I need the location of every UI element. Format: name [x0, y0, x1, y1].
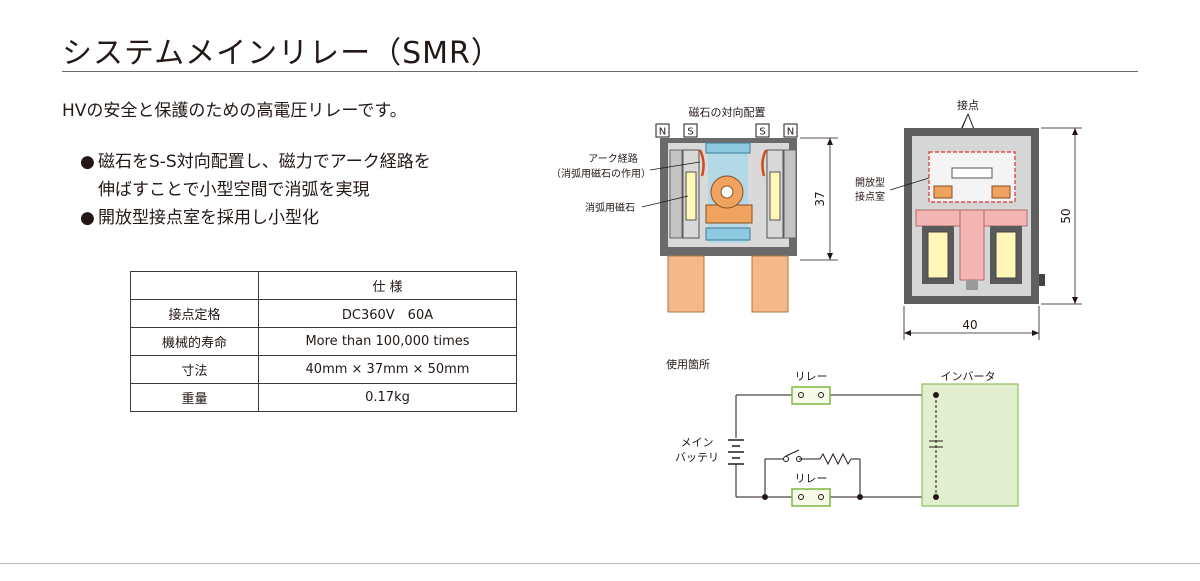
plunger [966, 280, 978, 290]
dim-label-40: 40 [962, 318, 977, 332]
table-header-row: 仕 様 [130, 271, 517, 300]
contact-hub-hole [720, 185, 734, 199]
table-row: 重量 0.17kg [130, 383, 517, 412]
coil-right-core [995, 231, 1017, 279]
arc-path-left [698, 149, 705, 177]
title-divider [62, 71, 1138, 72]
feature-line: 伸ばすことで小型空間で消弧を実現 [98, 180, 370, 200]
pole-label: S [759, 127, 765, 138]
side-plate-right [783, 149, 797, 239]
resistor [819, 452, 852, 466]
pole-box [783, 123, 798, 138]
contact-right [991, 185, 1011, 199]
junction-dot [933, 392, 939, 398]
table-value-cell: 0.17kg [258, 383, 517, 412]
relay-bottom-box [791, 488, 831, 507]
table-row: 寸法 40mm × 37mm × 50mm [130, 355, 517, 384]
fixed-contacts [705, 142, 751, 154]
side-tab [1039, 274, 1045, 286]
intro-text: HVの安全と保護のための高電圧リレーです。 [62, 101, 407, 121]
dim-arrow [904, 330, 911, 336]
bottom-divider [0, 563, 1200, 564]
switch-contact [798, 494, 804, 500]
junction-dot [857, 494, 863, 500]
table-label-cell: 機械的寿命 [130, 327, 259, 356]
left-relay-diagram: 磁石の対向配置 N S S N [551, 105, 838, 313]
feature-item: 磁石をS-S対向配置し、磁力でアーク経路を 伸ばすことで小型空間で消弧を実現 [80, 148, 431, 204]
left-diagram-caption: 磁石の対向配置 [689, 105, 766, 119]
pink-shaft [959, 209, 985, 281]
magnet-label: 消弧用磁石 [585, 201, 635, 214]
arc-path-sublabel: （消弧用磁石の作用） [551, 167, 651, 180]
magnet-left-core [685, 171, 697, 221]
arc-path-right [761, 149, 768, 177]
dim-label-50: 50 [1059, 208, 1073, 223]
switch-blade [785, 449, 800, 457]
dim-arrow [827, 138, 833, 145]
dim-label-37: 37 [813, 191, 827, 206]
feature-line: 磁石をS-S対向配置し、磁力でアーク経路を [98, 152, 431, 172]
circuit-diagram: 使用箇所 [666, 357, 1019, 507]
feature-item: 開放型接点室を採用し小型化 [80, 204, 431, 232]
inverter-label: インバータ [941, 370, 996, 383]
chamber-label-2: 接点室 [855, 190, 885, 203]
junction-dot [933, 494, 939, 500]
circuit-caption: 使用箇所 [666, 357, 710, 371]
dim-arrow [1032, 330, 1039, 336]
coil-left-core [927, 231, 949, 279]
relay-bottom-label: リレー [795, 472, 828, 485]
arc-callout-line [649, 161, 701, 171]
dim-arrow [827, 253, 833, 260]
chamber-callout-line [889, 177, 930, 191]
table-label-cell: 寸法 [130, 355, 259, 384]
pole-box [683, 123, 698, 138]
battery-label-2: バッテリ [675, 451, 719, 464]
inverter-box [921, 383, 1019, 507]
terminal-right [751, 255, 789, 313]
relay-top-label: リレー [795, 370, 828, 383]
chamber-label-1: 開放型 [855, 176, 885, 189]
table-value-cell: 40mm × 37mm × 50mm [258, 355, 517, 384]
contact-label: 接点 [957, 99, 979, 112]
arc-path-label: アーク経路 [588, 152, 637, 165]
pole-label: S [687, 127, 693, 138]
pole-labels: N S S N [655, 123, 798, 138]
table-header-cell: 仕 様 [258, 271, 517, 300]
table-row: 機械的寿命 More than 100,000 times [130, 327, 517, 356]
page-title: システムメインリレー（SMR） [62, 36, 502, 71]
pole-label: N [787, 127, 794, 138]
contact-left [933, 185, 953, 199]
side-plate-left [669, 149, 683, 239]
magnet-callout-line [641, 195, 689, 208]
right-relay-diagram: 接点 開放型 接点室 50 [855, 99, 1082, 340]
movable-contact [951, 167, 993, 179]
switch-contact [818, 392, 824, 398]
bottom-base [705, 227, 751, 241]
terminal-left [667, 255, 705, 313]
switch-contact [798, 392, 804, 398]
switch-contact [783, 456, 789, 462]
junction-dot [762, 494, 768, 500]
table-value-cell: More than 100,000 times [258, 327, 517, 356]
relay-top-box [791, 386, 831, 405]
feature-list: 磁石をS-S対向配置し、磁力でアーク経路を 伸ばすことで小型空間で消弧を実現 開… [80, 148, 431, 232]
magnet-right-core [769, 171, 781, 221]
switch-contact [796, 456, 802, 462]
dim-arrow [1072, 297, 1078, 304]
feature-line: 開放型接点室を採用し小型化 [98, 208, 319, 228]
pole-box [755, 123, 770, 138]
dim-arrow [1072, 128, 1078, 135]
switch-contact [818, 494, 824, 500]
pole-label: N [659, 127, 666, 138]
battery-label-1: メイン [681, 436, 714, 449]
spec-table: 仕 様 接点定格 DC360V 60A 機械的寿命 More than 100,… [130, 271, 517, 412]
pole-box [655, 123, 670, 138]
